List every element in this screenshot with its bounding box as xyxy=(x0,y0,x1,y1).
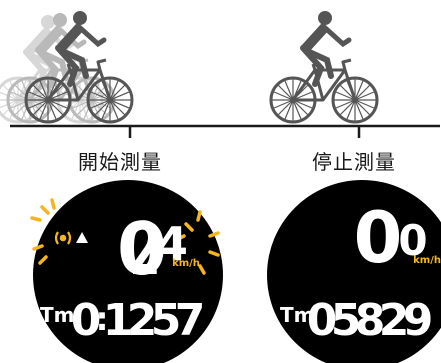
right-speed-digit-2: 0 xyxy=(398,216,427,265)
left-time-digit: 2 xyxy=(127,295,158,346)
left-time-digit: 0 xyxy=(71,295,102,346)
start-measure-label: 開始測量 xyxy=(78,150,162,174)
left-time-digit: 5 xyxy=(151,295,182,346)
right-time-digit: 9 xyxy=(403,295,434,346)
left-glow-left xyxy=(30,198,56,265)
up-arrow-icon xyxy=(76,232,88,243)
left-glow-right xyxy=(174,210,220,275)
left-time-digit: 1 xyxy=(103,295,134,346)
right-tm-label: Tm xyxy=(280,303,314,327)
left-time-digits: 0 : 1 2 5 7 xyxy=(71,295,206,346)
left-tm-label: Tm xyxy=(40,303,74,327)
right-speed-digit-1: 0 xyxy=(354,197,403,279)
left-time-separator: : xyxy=(96,300,109,338)
right-time-digits: 0 5 8 2 9 xyxy=(307,295,434,346)
signal-icon xyxy=(54,231,72,245)
left-lcd-face xyxy=(33,180,223,363)
left-speed-digit-2: 0 xyxy=(117,207,167,291)
right-time-digit: 8 xyxy=(355,295,386,346)
stopped-cyclist xyxy=(271,11,377,122)
right-unit-label: km/h xyxy=(413,255,441,266)
right-display: 0 0 km/h Tm 0 5 8 2 9 xyxy=(267,180,441,363)
left-display: 2 0 4 km/h Tm 0 : 1 2 5 7 xyxy=(30,180,223,363)
left-unit-label: km/h xyxy=(172,258,200,269)
right-time-digit: 2 xyxy=(379,295,410,346)
stop-measure-label: 停止測量 xyxy=(312,150,396,174)
right-time-digit: 0 xyxy=(307,295,338,346)
right-lcd-face xyxy=(267,180,441,363)
right-time-digit: 5 xyxy=(331,295,362,346)
left-speed-digit-3: 4 xyxy=(156,217,188,271)
left-time-digit: 7 xyxy=(175,295,206,346)
left-speed-digit-1: 2 xyxy=(130,208,161,292)
